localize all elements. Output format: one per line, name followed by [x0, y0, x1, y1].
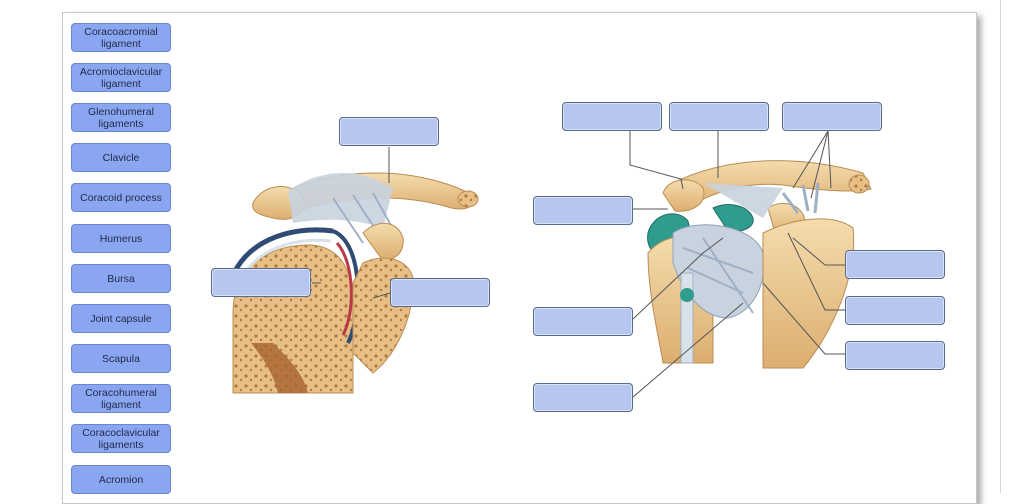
- drop-target-4[interactable]: [562, 102, 662, 131]
- chip-acromioclavicular-ligament[interactable]: Acromioclavicular ligament: [71, 63, 171, 92]
- drop-target-11[interactable]: [845, 296, 945, 325]
- chip-clavicle[interactable]: Clavicle: [71, 143, 171, 172]
- drop-target-6[interactable]: [782, 102, 882, 131]
- labeling-panel: Coracoacromial ligament Acromioclavicula…: [62, 12, 977, 504]
- anterior-view-figure: [630, 131, 871, 397]
- drop-target-2[interactable]: [211, 268, 311, 297]
- drop-target-9[interactable]: [533, 383, 633, 412]
- chip-scapula[interactable]: Scapula: [71, 344, 171, 373]
- drop-target-5[interactable]: [669, 102, 769, 131]
- chip-coracoid-process[interactable]: Coracoid process: [71, 183, 171, 212]
- drop-target-1[interactable]: [339, 117, 439, 146]
- drop-target-7[interactable]: [533, 196, 633, 225]
- chip-glenohumeral-ligaments[interactable]: Glenohumeral ligaments: [71, 103, 171, 132]
- chip-acromion[interactable]: Acromion: [71, 465, 171, 494]
- chip-coracoclavicular-ligaments[interactable]: Coracoclavicular ligaments: [71, 424, 171, 453]
- chip-bursa[interactable]: Bursa: [71, 264, 171, 293]
- chip-coracoacromial-ligament[interactable]: Coracoacromial ligament: [71, 23, 171, 52]
- drop-target-10[interactable]: [845, 250, 945, 279]
- chip-coracohumeral-ligament[interactable]: Coracohumeral ligament: [71, 384, 171, 413]
- shoulder-illustration: [63, 13, 976, 493]
- drop-target-3[interactable]: [390, 278, 490, 307]
- drop-target-8[interactable]: [533, 307, 633, 336]
- window-edge: [1000, 0, 1001, 493]
- chip-joint-capsule[interactable]: Joint capsule: [71, 304, 171, 333]
- drop-target-12[interactable]: [845, 341, 945, 370]
- chip-humerus[interactable]: Humerus: [71, 224, 171, 253]
